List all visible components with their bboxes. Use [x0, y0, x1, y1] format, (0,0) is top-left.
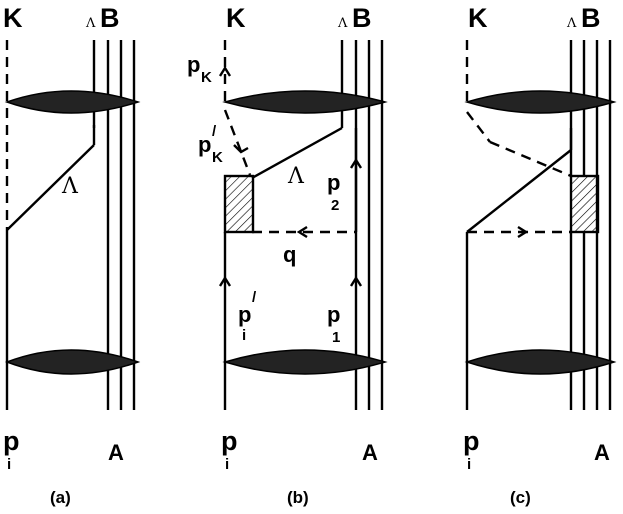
vertex-blob-top	[4, 90, 141, 114]
label-pk-mid-sub: K	[212, 149, 223, 166]
arrow-icon	[233, 144, 249, 154]
arrow-icon	[218, 65, 232, 77]
arrow-icon	[218, 275, 232, 287]
label-b-sub: Λ	[85, 16, 96, 31]
vertex-blob-top	[464, 90, 617, 114]
label-p2-sub: 2	[331, 197, 339, 214]
label-pk-top-sub: K	[201, 69, 212, 86]
caption-a: (a)	[50, 488, 71, 507]
kaon-line	[489, 140, 572, 178]
label-b-sub: Λ	[337, 16, 348, 31]
label-k: K	[3, 3, 23, 33]
arrow-icon	[349, 157, 363, 169]
lambda-line	[466, 149, 572, 233]
label-p-sub: i	[225, 456, 229, 473]
kaon-line	[466, 111, 491, 143]
label-pi-prime-sub: i	[242, 327, 246, 344]
label-b: B	[581, 3, 601, 33]
arrow-icon	[349, 275, 363, 287]
label-p: p	[221, 426, 238, 456]
vertex-blob-bottom	[4, 349, 141, 375]
label-lambda: Λ	[287, 164, 305, 189]
caption-b: (b)	[287, 488, 309, 507]
label-pi-prime-mark: /	[252, 289, 257, 306]
label-p2: p	[327, 170, 340, 195]
label-b: B	[100, 3, 120, 33]
vertex-blob-top	[222, 90, 388, 114]
label-a: A	[108, 440, 124, 465]
lambda-line	[6, 144, 95, 231]
label-pk-top: p	[187, 52, 200, 77]
caption-c: (c)	[510, 488, 531, 507]
label-p-sub: i	[467, 456, 471, 473]
label-pk-mid-prime: /	[212, 123, 217, 140]
arrow-icon	[517, 225, 529, 239]
label-b: B	[352, 3, 372, 33]
panel-b: K Λ B p K p / K Λ p 2 q p / i p 1 p i A …	[187, 3, 388, 507]
label-a: A	[362, 440, 378, 465]
label-b-sub: Λ	[566, 16, 577, 31]
label-lambda: Λ	[61, 174, 79, 199]
label-p1-sub: 1	[332, 329, 340, 346]
vertex-blob-bottom	[464, 349, 617, 375]
label-a: A	[594, 440, 610, 465]
interaction-box	[569, 174, 600, 234]
label-pi-prime: p	[238, 302, 251, 327]
label-k: K	[226, 3, 246, 33]
label-p: p	[463, 426, 480, 456]
lambda-line	[251, 126, 343, 180]
label-p-sub: i	[7, 456, 11, 473]
label-p: p	[3, 426, 20, 456]
kaon-line	[223, 109, 252, 176]
panel-c: K Λ B p i A (c)	[463, 3, 617, 507]
label-p1: p	[327, 302, 340, 327]
panel-a: K Λ B Λ p i A (a)	[3, 3, 141, 507]
label-q: q	[283, 242, 296, 267]
label-k: K	[468, 3, 488, 33]
vertex-blob-bottom	[222, 349, 388, 375]
label-pk-mid: p	[198, 132, 211, 157]
arrow-icon	[296, 225, 308, 239]
interaction-box	[223, 174, 255, 234]
